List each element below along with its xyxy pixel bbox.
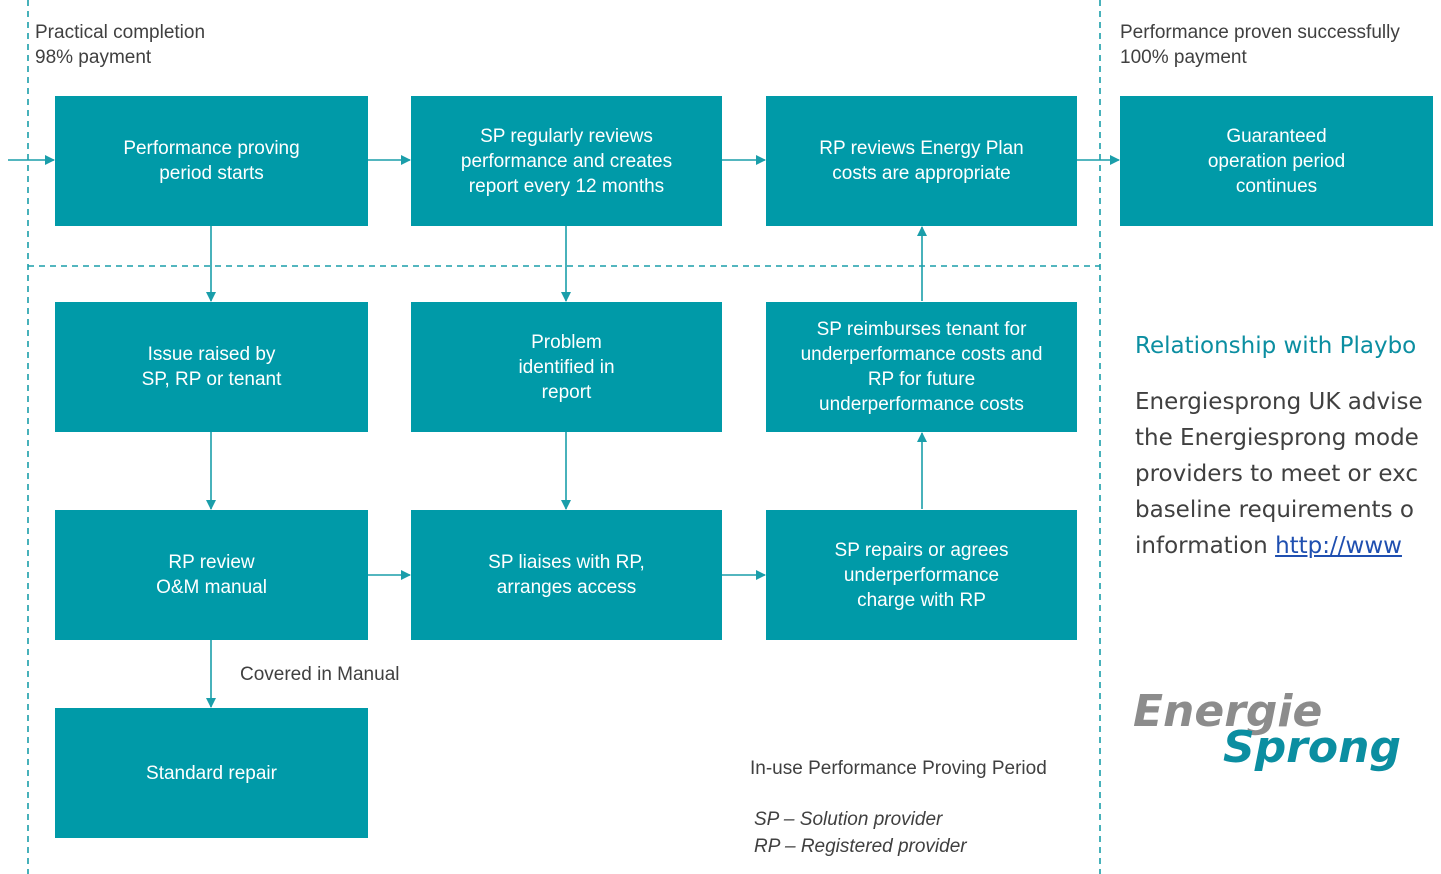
legend-rp: RP – Registered provider (754, 836, 967, 857)
box-rp-review-manual: RP review O&M manual (55, 510, 368, 640)
stage-label-practical-completion: Practical completion 98% payment (35, 22, 206, 68)
legend-sp: SP – Solution provider (754, 809, 943, 830)
box-problem-identified: Problem identified in report (411, 302, 722, 432)
logo-line-energie: Energie (1133, 686, 1323, 737)
playbook-link[interactable]: http://www (1275, 533, 1402, 559)
box-issue-raised: Issue raised by SP, RP or tenant (55, 302, 368, 432)
box-rp-reviews-energy-plan: RP reviews Energy Plan costs are appropr… (766, 96, 1077, 226)
box-standard-repair: Standard repair (55, 708, 368, 838)
energiesprong-logo: Energie Sprong (1133, 690, 1401, 770)
label-period-name: In-use Performance Proving Period (750, 758, 1047, 779)
playbook-body: Energiesprong UK advise the Energiespron… (1135, 384, 1423, 564)
box-performance-proving-starts: Performance proving period starts (55, 96, 368, 226)
box-sp-repairs: SP repairs or agrees underperformance ch… (766, 510, 1077, 640)
label-covered-in-manual: Covered in Manual (240, 664, 400, 685)
box-sp-reviews-performance: SP regularly reviews performance and cre… (411, 96, 722, 226)
box-guaranteed-operation: Guaranteed operation period continues (1120, 96, 1433, 226)
stage-label-performance-proven: Performance proven successfully 100% pay… (1120, 22, 1400, 68)
logo-line-sprong: Sprong (1223, 722, 1401, 773)
box-sp-liaises: SP liaises with RP, arranges access (411, 510, 722, 640)
box-sp-reimburses: SP reimburses tenant for underperformanc… (766, 302, 1077, 432)
playbook-title: Relationship with Playbo (1135, 333, 1417, 359)
playbook-body-text: Energiesprong UK advise the Energiespron… (1135, 389, 1423, 559)
